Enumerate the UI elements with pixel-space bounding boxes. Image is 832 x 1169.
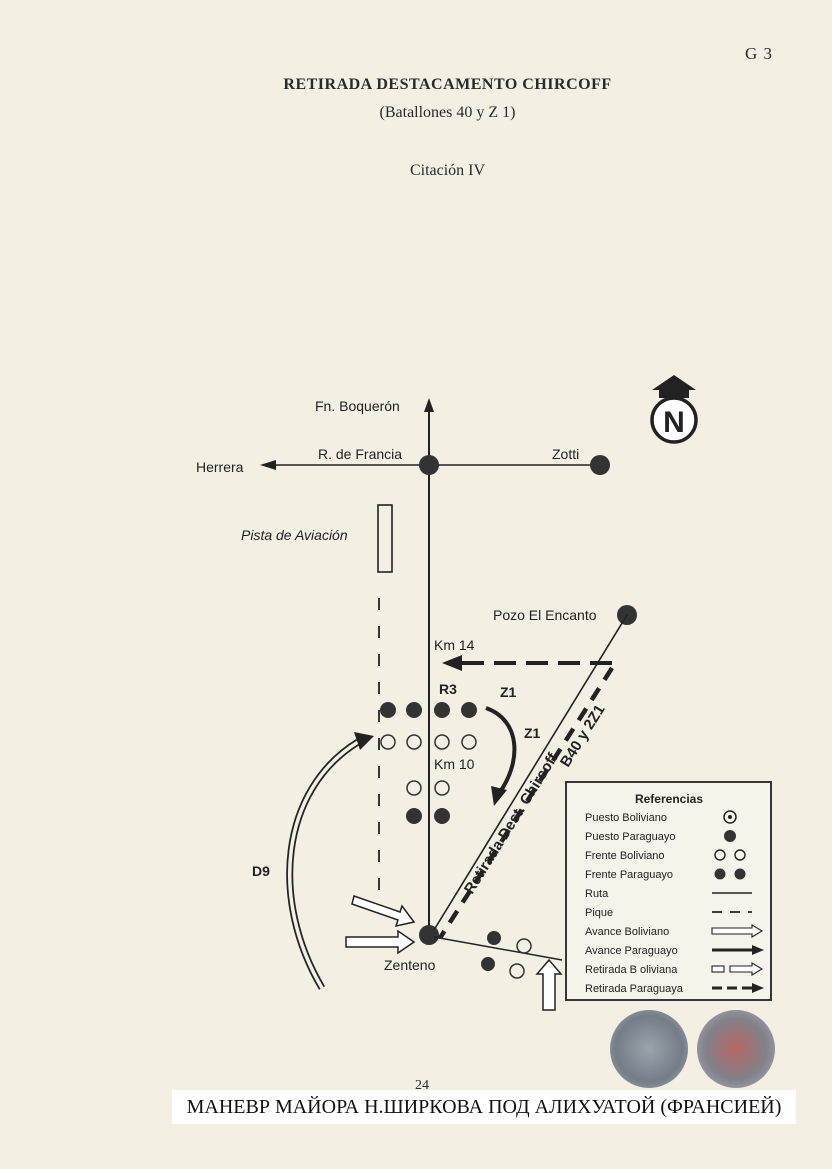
page-number: 24 (415, 1078, 429, 1093)
z1-advance-arrow (485, 706, 517, 794)
legend-label-9: Retirada Paraguaya (585, 983, 684, 995)
label-r-de-francia: R. de Francia (318, 446, 402, 462)
legend-label-2: Frente Boliviano (585, 850, 665, 862)
legend-bolivian-post-icon (723, 810, 737, 824)
paraguayan-post-ze2 (481, 957, 495, 971)
legend-label-7: Avance Paraguayo (585, 945, 678, 957)
legend-label-4: Ruta (585, 888, 609, 900)
north-road-arrowhead (424, 398, 434, 412)
north-label: N (663, 406, 685, 439)
page-subtitle: (Batallones 40 y Z 1) (379, 104, 516, 121)
legend-hollow-arrow-icon (711, 924, 764, 938)
page-title: RETIRADA DESTACAMENTO CHIRCOFF (283, 76, 612, 93)
legend-title: Referencias (635, 792, 703, 806)
legend-label-1: Puesto Paraguayo (585, 831, 676, 843)
label-z1-mid: Z1 (524, 725, 541, 741)
bolivian-front-km10 (406, 780, 450, 796)
legend-paraguayan-post-icon (724, 830, 736, 842)
label-z1-top: Z1 (500, 684, 517, 700)
d9-advance-arrow-inner (288, 740, 359, 989)
airstrip (377, 504, 393, 573)
post-r-de-francia (419, 455, 439, 475)
label-zotti: Zotti (552, 446, 579, 462)
legend-label-5: Pique (585, 907, 613, 919)
z1-arrowhead (491, 786, 507, 806)
legend-dashed-solid-arrow-icon (712, 983, 764, 993)
label-km10: Km 10 (434, 756, 475, 772)
legend-box: Referencias Puesto Boliviano Puesto Para… (565, 781, 772, 1001)
legend-label-6: Avance Boliviano (585, 926, 669, 938)
label-fn-boqueron: Fn. Boquerón (315, 398, 400, 414)
label-km14: Km 14 (434, 637, 475, 653)
paraguayan-front-km10 (406, 808, 450, 824)
bolivian-advance-arrows (345, 895, 563, 1011)
chircoff-retreat-dashed (438, 666, 614, 940)
bolivian-post-ze1 (516, 938, 532, 954)
legend-label-8: Retirada B oliviana (585, 964, 678, 976)
north-arrow-icon: N (650, 375, 698, 444)
chircoff-route (433, 614, 628, 931)
legend-paraguayan-front-icon (714, 868, 746, 880)
label-pozo: Pozo El Encanto (493, 607, 597, 623)
page-code: G 3 (745, 44, 774, 63)
watermark-seal-left (610, 1010, 688, 1088)
legend-label-3: Frente Paraguayo (585, 869, 673, 881)
label-pista: Pista de Aviación (241, 527, 348, 543)
km14-arrowhead (442, 655, 462, 671)
label-zenteno: Zenteno (384, 957, 436, 973)
legend-solid-arrow-icon (712, 945, 764, 955)
citation-label: Citación IV (409, 162, 486, 179)
d9-arrowhead (354, 732, 374, 750)
paraguayan-front-r3 (380, 702, 477, 718)
west-road-arrowhead (260, 460, 276, 470)
d9-advance-arrow (286, 739, 360, 990)
label-r3: R3 (439, 681, 457, 697)
legend-bolivian-front-icon (714, 849, 746, 861)
legend-label-0: Puesto Boliviano (585, 812, 667, 824)
bolivian-front-row (380, 734, 477, 750)
label-d9: D9 (252, 863, 270, 879)
zenteno-east-road (433, 936, 563, 961)
bolivian-post-ze2 (509, 963, 525, 979)
label-herrera: Herrera (196, 459, 244, 475)
paraguayan-post-ze1 (487, 931, 501, 945)
caption-banner: МАНЕВР МАЙОРА Н.ШИРКОВА ПОД АЛИХУАТОЙ (Ф… (172, 1090, 796, 1124)
legend-dashed-hollow-arrow-icon (711, 962, 764, 976)
post-zotti (590, 455, 610, 475)
watermark-seal-right (697, 1010, 775, 1088)
